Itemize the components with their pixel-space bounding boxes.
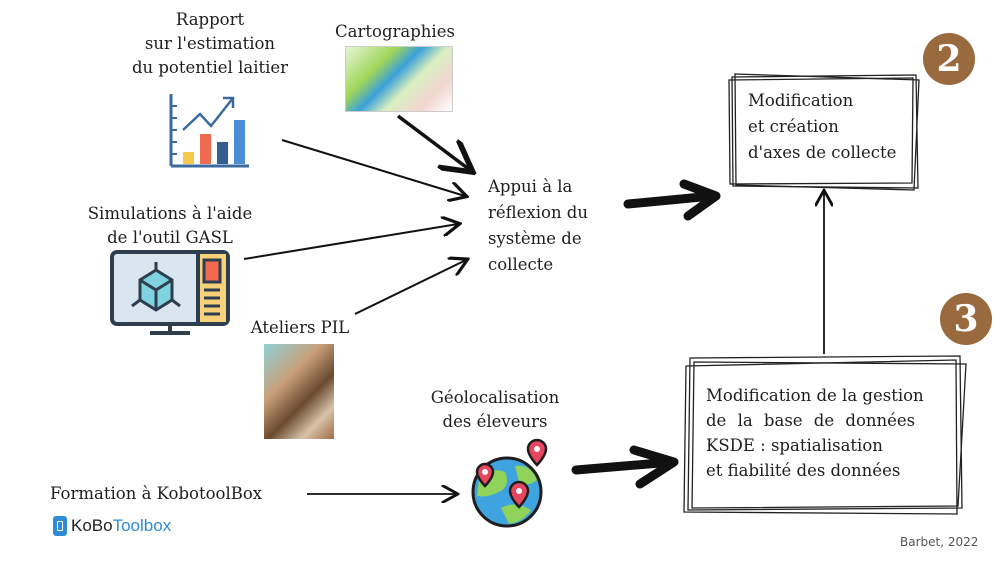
box3-label: Modification de la gestion de la base de…	[706, 383, 924, 483]
ateliers-label: Ateliers PIL	[250, 318, 350, 337]
sketch-box-2	[728, 73, 920, 191]
box3-line-2: de la base de données	[706, 411, 916, 430]
simulations-label: Simulations à l'aide de l'outil GASL	[60, 202, 280, 250]
step-3-badge: 3	[940, 293, 992, 345]
kobo-logo-text-a: KoBo	[71, 516, 113, 535]
arrow-carto-appui	[396, 114, 470, 170]
bold-arrow-geoloc-box3	[571, 445, 679, 489]
bar-chart-growth-icon	[169, 94, 249, 168]
cartographies-label: Cartographies	[335, 22, 455, 41]
simulations-line-1: Simulations à l'aide	[87, 204, 253, 223]
credit-text: Barbet, 2022	[900, 535, 979, 549]
appui-line-2: réflexion du	[488, 203, 588, 222]
formation-label: Formation à KobotoolBox	[50, 484, 263, 503]
appui-line-4: collecte	[488, 255, 554, 274]
map-thumbnail	[345, 46, 453, 112]
box2-line-3: d'axes de collecte	[748, 143, 897, 162]
arrow-rapport-appui	[281, 139, 465, 196]
box2-line-1: Modification	[748, 91, 854, 110]
sketch-box-3	[683, 355, 967, 515]
rapport-label: Rapport sur l'estimation du potentiel la…	[110, 8, 310, 80]
box2-label: Modification et création d'axes de colle…	[748, 88, 896, 166]
computer-3d-model-icon	[110, 250, 230, 335]
arrow-simulation-appui	[243, 224, 458, 260]
globe-location-pins-icon	[471, 438, 548, 528]
appui-line-1: Appui à la	[488, 177, 573, 196]
bold-arrow-appui-box2	[623, 179, 721, 221]
box3-line-3: KSDE : spatialisation	[706, 436, 883, 455]
step-2-badge: 2	[923, 33, 975, 85]
geoloc-label: Géolocalisation des éleveurs	[410, 386, 580, 434]
geoloc-line-1: Géolocalisation	[430, 388, 560, 407]
box2-line-2: et création	[748, 117, 839, 136]
kobo-logo-text-b: Toolbox	[112, 516, 172, 535]
box3-line-1: Modification de la gestion	[706, 386, 924, 405]
arrow-ateliers-appui	[354, 260, 466, 315]
geoloc-line-2: des éleveurs	[442, 412, 548, 431]
rapport-line-3: du potentiel laitier	[131, 58, 289, 77]
simulations-line-2: de l'outil GASL	[107, 228, 233, 247]
kobo-logo-icon	[53, 516, 67, 536]
workshop-photo	[264, 344, 334, 439]
rapport-line-2: sur l'estimation	[144, 34, 276, 53]
box3-line-4: et fiabilité des données	[706, 461, 901, 480]
rapport-line-1: Rapport	[175, 10, 245, 29]
appui-line-3: système de	[488, 229, 582, 248]
appui-label: Appui à la réflexion du système de colle…	[488, 174, 588, 278]
